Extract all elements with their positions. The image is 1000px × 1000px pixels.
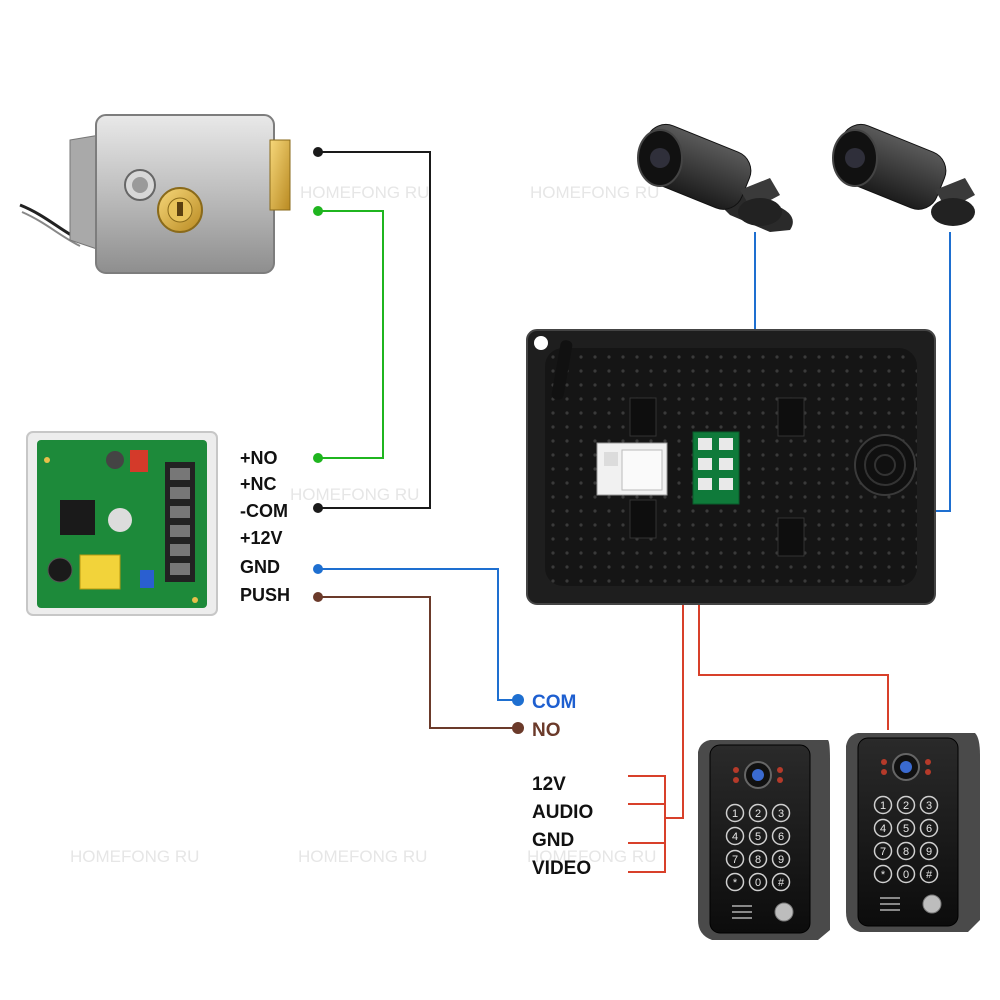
keypad-key-label: 8 bbox=[755, 854, 761, 866]
keypad-key-label: * bbox=[881, 869, 886, 881]
door-station-icon: 1 2 3 4 5 6 7 8 9 * 0 # bbox=[846, 733, 980, 932]
keypad-key-ring bbox=[725, 803, 745, 823]
keypad-key-label: * bbox=[733, 877, 738, 889]
keypad-key-ring bbox=[748, 803, 768, 823]
keypad-key-ring bbox=[873, 864, 893, 884]
keypad-key-label: 1 bbox=[732, 808, 738, 820]
keypad-key-ring bbox=[873, 818, 893, 838]
keypad-key-ring bbox=[896, 818, 916, 838]
keypad-key-ring bbox=[725, 872, 745, 892]
exit-label-no: NO bbox=[532, 720, 561, 741]
keypad-key-label: 3 bbox=[926, 800, 932, 812]
keypad-key-label: 7 bbox=[732, 854, 738, 866]
keypad-key-label: 9 bbox=[926, 846, 932, 858]
bullet-camera-icon bbox=[832, 123, 975, 226]
keypad-key-label: 5 bbox=[903, 823, 909, 835]
keypad-key-ring bbox=[725, 826, 745, 846]
watermark: HOMEFONG RU bbox=[530, 183, 659, 202]
keypad-key-ring bbox=[919, 841, 939, 861]
keypad-key-ring bbox=[771, 826, 791, 846]
keypad-key-ring bbox=[919, 795, 939, 815]
wire-black bbox=[318, 151, 431, 509]
keypad-key-ring bbox=[771, 849, 791, 869]
keypad-key-label: 6 bbox=[926, 823, 932, 835]
keypad-key-ring bbox=[873, 795, 893, 815]
terminal-label-gnd: GND bbox=[240, 557, 280, 577]
keypad-key-ring bbox=[896, 795, 916, 815]
exit-button-labels: COM NO bbox=[532, 692, 576, 741]
keypad-key-label: 4 bbox=[732, 831, 738, 843]
power-controller-board-icon bbox=[26, 431, 218, 616]
keypad-key-label: 2 bbox=[755, 808, 761, 820]
wire-green bbox=[318, 210, 384, 459]
wire-blue bbox=[318, 568, 518, 701]
exit-label-com: COM bbox=[532, 692, 576, 713]
bullet-camera-icon bbox=[637, 123, 793, 232]
keypad-key-label: # bbox=[778, 877, 785, 889]
keypad-key-label: 8 bbox=[903, 846, 909, 858]
wire-label-gnd: GND bbox=[532, 830, 574, 851]
monitor-back-icon bbox=[526, 329, 936, 605]
door-station-icon: 1 2 3 4 5 6 7 8 9 * 0 # bbox=[698, 740, 830, 940]
terminal-label-nc: +NC bbox=[240, 474, 277, 494]
terminal-label-push: PUSH bbox=[240, 585, 290, 605]
terminal-label-12v: +12V bbox=[240, 528, 283, 548]
wire-brown bbox=[318, 596, 518, 729]
keypad-key-ring bbox=[725, 849, 745, 869]
keypad-key-ring bbox=[771, 872, 791, 892]
wire-harness bbox=[628, 775, 666, 873]
controller-terminal-labels: +NO +NC -COM +12V GND PUSH bbox=[240, 448, 290, 605]
wire-label-video: VIDEO bbox=[532, 858, 591, 879]
keypad-key-label: 1 bbox=[880, 800, 886, 812]
keypad-key-ring bbox=[896, 841, 916, 861]
keypad-key-label: 4 bbox=[880, 823, 886, 835]
terminal-label-com: -COM bbox=[240, 501, 288, 521]
keypad-key-label: 6 bbox=[778, 831, 784, 843]
keypad-key-label: 0 bbox=[755, 877, 761, 889]
terminal-dots bbox=[313, 147, 524, 734]
keypad-key-ring bbox=[771, 803, 791, 823]
keypad-key-ring bbox=[896, 864, 916, 884]
wire-label-audio: AUDIO bbox=[532, 802, 593, 823]
keypad-key-ring bbox=[919, 818, 939, 838]
keypad-key-ring bbox=[919, 864, 939, 884]
keypad-key-label: 5 bbox=[755, 831, 761, 843]
keypad-key-label: 0 bbox=[903, 869, 909, 881]
keypad-key-label: 7 bbox=[880, 846, 886, 858]
keypad-key-label: 2 bbox=[903, 800, 909, 812]
keypad-key-ring bbox=[873, 841, 893, 861]
watermark: HOMEFONG RU bbox=[300, 183, 429, 202]
keypad-key-ring bbox=[748, 826, 768, 846]
keypad-key-ring bbox=[748, 872, 768, 892]
wire-label-12v: 12V bbox=[532, 774, 566, 795]
watermark: HOMEFONG RU bbox=[290, 485, 419, 504]
keypad-key-ring bbox=[748, 849, 768, 869]
keypad-key-label: # bbox=[926, 869, 933, 881]
terminal-label-no: +NO bbox=[240, 448, 278, 468]
door-station-wire-labels: 12V AUDIO GND VIDEO bbox=[532, 774, 593, 879]
watermark: HOMEFONG RU bbox=[70, 847, 199, 866]
keypad-key-label: 9 bbox=[778, 854, 784, 866]
watermark: HOMEFONG RU bbox=[298, 847, 427, 866]
electric-lock-icon bbox=[19, 114, 291, 274]
keypad-key-label: 3 bbox=[778, 808, 784, 820]
watermark: HOMEFONG RU bbox=[527, 847, 656, 866]
